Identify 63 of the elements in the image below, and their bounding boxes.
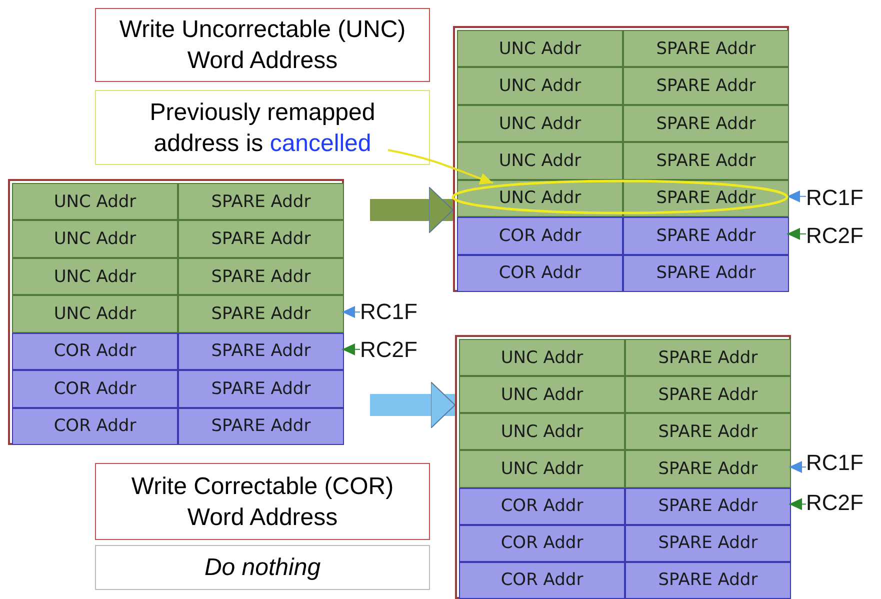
- pointer-arrow: [342, 343, 360, 356]
- pointer-label: RC2F: [806, 489, 864, 517]
- address-table: [453, 26, 789, 292]
- address-cell: UNC Addr: [12, 220, 178, 258]
- address-table: [8, 179, 344, 445]
- address-cell: COR Addr: [459, 488, 625, 525]
- address-cell: COR Addr: [459, 524, 625, 562]
- block-arrow: [370, 186, 454, 234]
- address-cell: SPARE Addr: [178, 370, 344, 408]
- address-cell: UNC Addr: [459, 413, 625, 450]
- address-cell: COR Addr: [457, 254, 623, 292]
- address-cell: SPARE Addr: [178, 220, 344, 258]
- address-cell: SPARE Addr: [178, 408, 344, 445]
- note-box: Write Uncorrectable (UNC) Word Address: [95, 8, 430, 82]
- pointer-arrow: [788, 461, 806, 473]
- address-cell: SPARE Addr: [178, 332, 344, 370]
- address-cell: COR Addr: [457, 217, 623, 255]
- address-cell: UNC Addr: [457, 67, 623, 105]
- pointer-label: RC1F: [806, 184, 864, 212]
- pointer-label: RC2F: [806, 222, 864, 250]
- address-cell: UNC Addr: [459, 376, 625, 414]
- leader-line: [388, 149, 494, 184]
- address-cell: SPARE Addr: [623, 254, 789, 292]
- address-cell: UNC Addr: [12, 295, 178, 333]
- address-cell: UNC Addr: [457, 30, 623, 68]
- address-cell: COR Addr: [12, 332, 178, 370]
- address-cell: COR Addr: [12, 370, 178, 408]
- note-box: Write Correctable (COR) Word Address: [95, 463, 430, 540]
- pointer-label: RC1F: [806, 449, 864, 477]
- address-cell: SPARE Addr: [623, 142, 789, 180]
- pointer-arrow: [786, 190, 806, 202]
- address-cell: SPARE Addr: [625, 488, 791, 525]
- note-box: Do nothing: [95, 545, 430, 590]
- address-cell: SPARE Addr: [178, 258, 344, 296]
- highlight-ellipse: [452, 180, 788, 214]
- address-cell: SPARE Addr: [623, 104, 789, 142]
- note-box: Previously remapped address is cancelled: [95, 90, 430, 165]
- address-cell: COR Addr: [12, 408, 178, 445]
- address-cell: SPARE Addr: [178, 295, 344, 333]
- address-cell: UNC Addr: [457, 142, 623, 180]
- address-cell: SPARE Addr: [178, 183, 344, 220]
- address-cell: SPARE Addr: [625, 339, 791, 376]
- address-cell: COR Addr: [459, 562, 625, 599]
- pointer-arrow: [786, 228, 806, 240]
- address-cell: SPARE Addr: [625, 562, 791, 599]
- block-arrow: [370, 382, 456, 428]
- pointer-arrow: [342, 306, 360, 318]
- pointer-label: RC1F: [360, 298, 418, 326]
- address-cell: SPARE Addr: [625, 413, 791, 450]
- address-cell: SPARE Addr: [625, 376, 791, 414]
- address-table: [455, 335, 791, 599]
- address-cell: SPARE Addr: [623, 217, 789, 255]
- address-cell: UNC Addr: [12, 258, 178, 296]
- address-cell: SPARE Addr: [623, 30, 789, 68]
- pointer-label: RC2F: [360, 336, 418, 364]
- pointer-arrow: [788, 498, 806, 510]
- address-cell: SPARE Addr: [623, 67, 789, 105]
- address-cell: SPARE Addr: [625, 524, 791, 562]
- address-cell: UNC Addr: [12, 183, 178, 220]
- address-cell: SPARE Addr: [625, 450, 791, 488]
- address-cell: UNC Addr: [459, 339, 625, 376]
- address-cell: UNC Addr: [457, 104, 623, 142]
- address-cell: UNC Addr: [459, 450, 625, 488]
